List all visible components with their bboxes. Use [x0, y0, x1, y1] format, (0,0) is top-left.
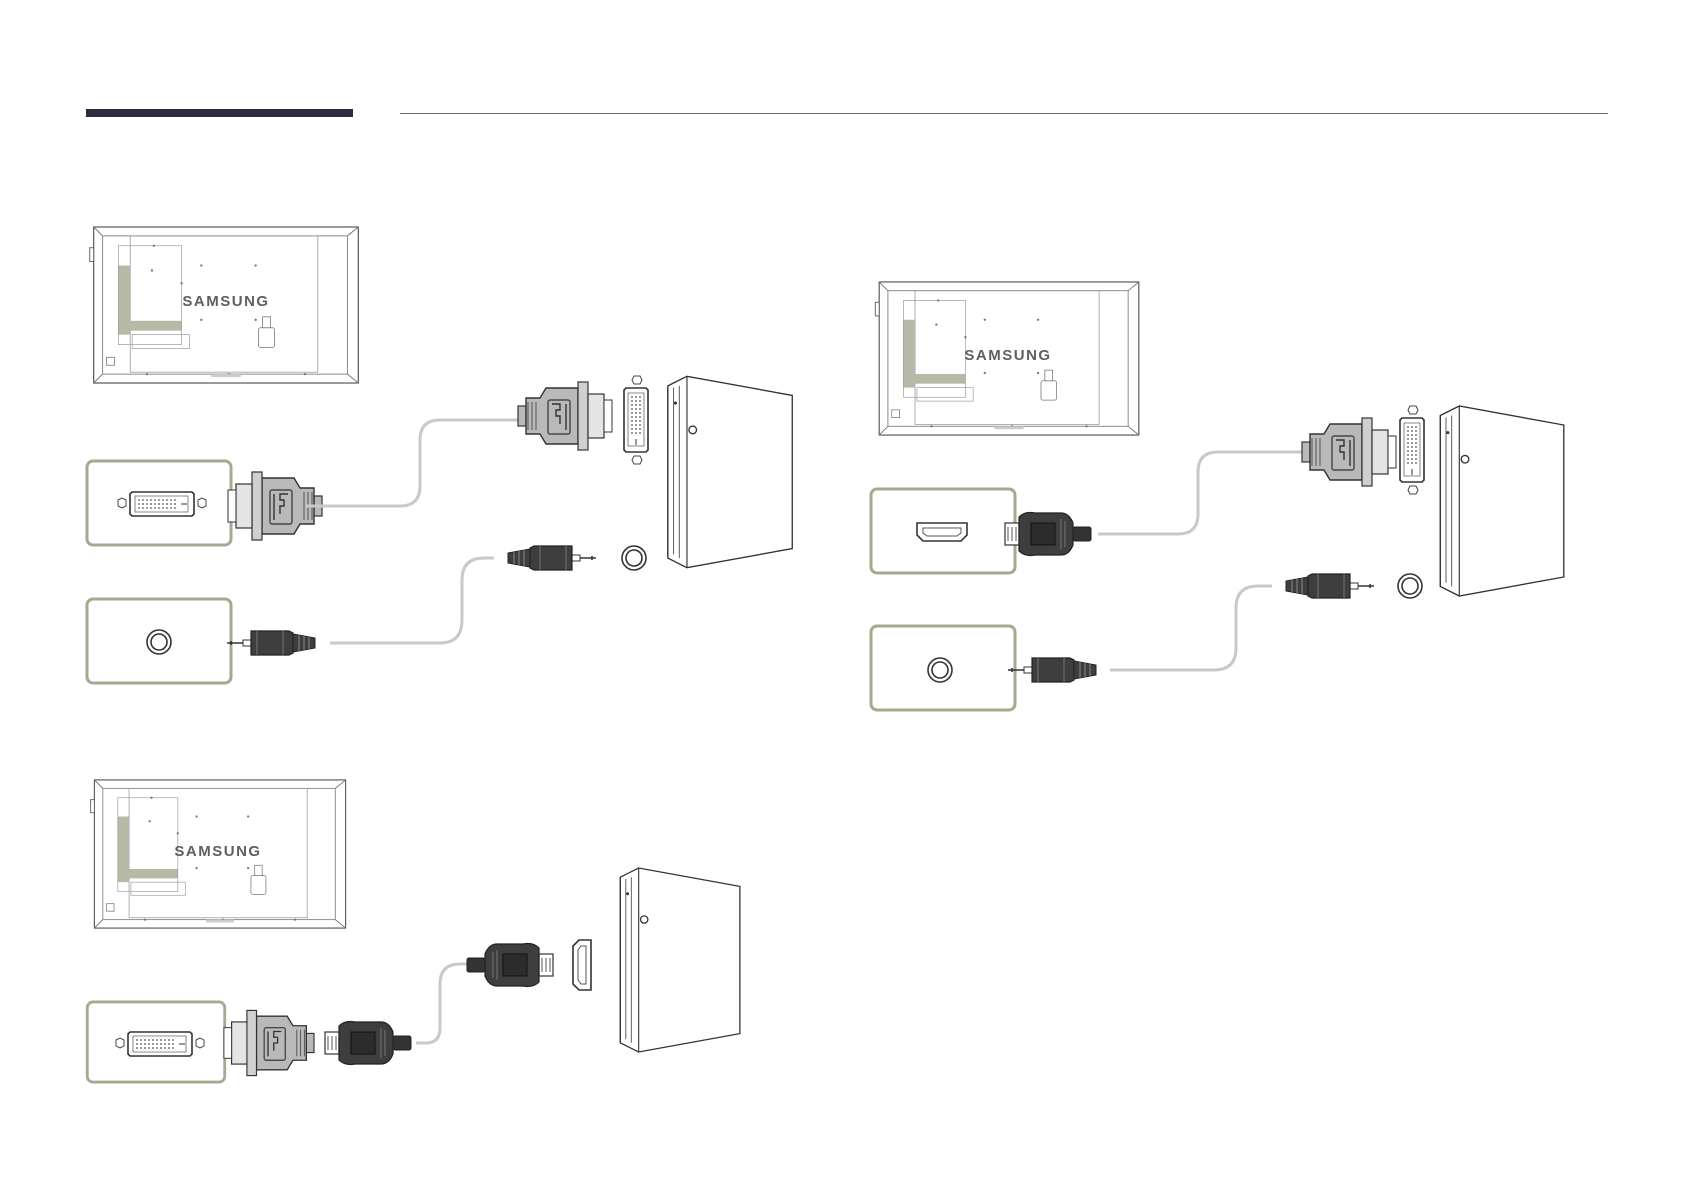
- hdmi-plug-display-side: [1005, 513, 1091, 556]
- diagram-hdmi-to-dvi-audio: SAMSUNG: [871, 282, 1564, 710]
- pc-dvi-port: [1400, 406, 1424, 494]
- display-audio-jack: [928, 658, 952, 682]
- hdmi-adapter-plug: [325, 1022, 411, 1065]
- hdmi-to-dvi-cable: [1098, 452, 1306, 534]
- display-dvi-port: [116, 1032, 204, 1056]
- pc-audio-jack: [622, 546, 646, 570]
- pc-audio-jack: [1398, 574, 1422, 598]
- audio-plug-display-side: [227, 631, 315, 655]
- audio-cable: [1110, 586, 1272, 670]
- hdmi-cable: [416, 964, 470, 1043]
- dvi-cable: [306, 420, 524, 506]
- display-hdmi-port: [917, 523, 967, 541]
- pc-tower: [620, 868, 740, 1052]
- hdmi-plug-pc-side: [467, 944, 553, 987]
- display-brand-label: SAMSUNG: [182, 293, 269, 310]
- display-audio-jack: [147, 630, 171, 654]
- audio-cable: [330, 558, 494, 643]
- pc-hdmi-port: [573, 940, 591, 990]
- dvi-plug-display-side: [224, 1010, 314, 1075]
- audio-plug-display-side: [1008, 658, 1096, 682]
- pc-dvi-port: [624, 376, 648, 464]
- dvi-plug-pc-side: [1302, 418, 1396, 486]
- display-dvi-port: [118, 492, 206, 516]
- display-brand-label: SAMSUNG: [964, 347, 1051, 364]
- audio-plug-pc-side: [1286, 574, 1374, 598]
- pc-tower: [1440, 406, 1564, 596]
- pc-tower: [668, 376, 792, 567]
- dvi-plug-pc-side: [518, 382, 612, 450]
- diagram-dvi-to-dvi-audio: SAMSUNG: [87, 227, 792, 683]
- display-brand-label: SAMSUNG: [174, 843, 261, 860]
- diagram-dvi-to-hdmi: SAMSUNG: [87, 780, 740, 1082]
- audio-plug-pc-side: [508, 546, 596, 570]
